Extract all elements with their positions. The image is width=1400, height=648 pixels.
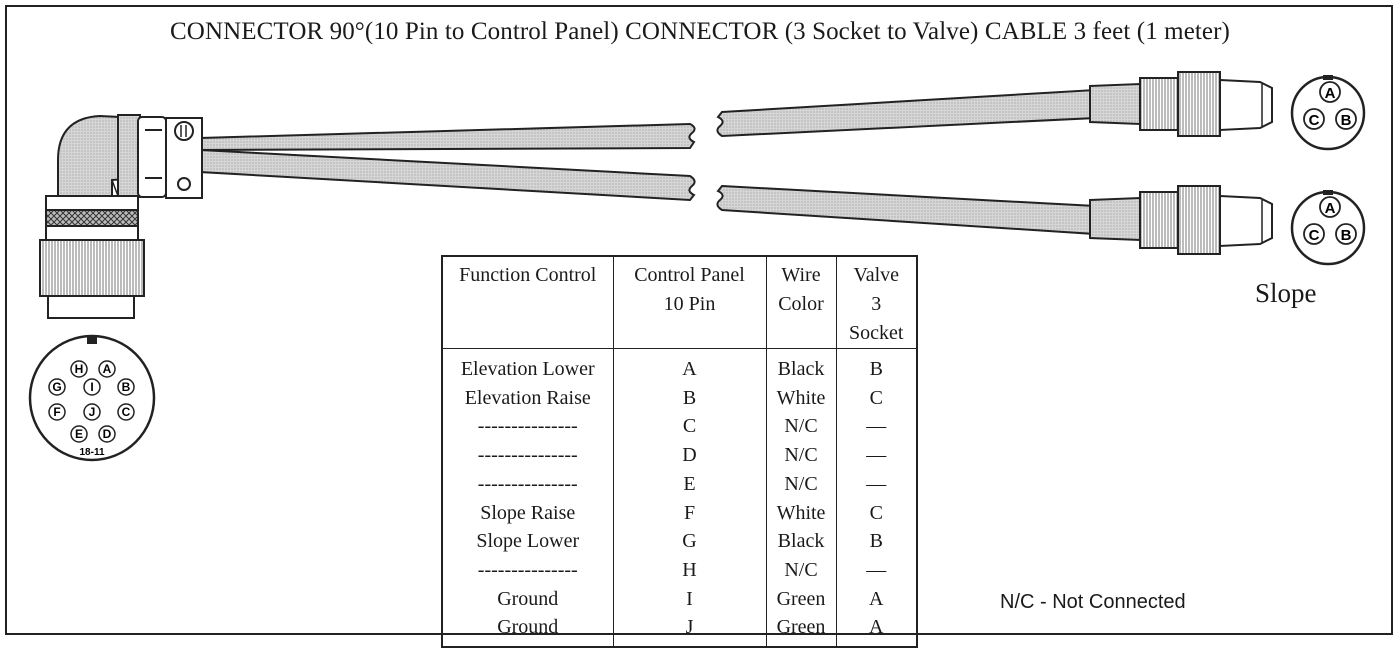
table-row: Ground I Green A bbox=[441, 584, 918, 614]
cell-valve-socket: — bbox=[835, 412, 918, 442]
cell-function: Ground bbox=[441, 613, 614, 648]
cell-function: Elevation Raise bbox=[441, 383, 614, 413]
cell-wire-color: Black bbox=[765, 527, 837, 556]
cable-upper-right bbox=[716, 88, 1096, 138]
table-row: --------------- C N/C — bbox=[441, 412, 918, 442]
table-row: Elevation Lower A Black B bbox=[441, 348, 918, 384]
pin-e: E bbox=[75, 427, 83, 441]
pin-f: F bbox=[53, 405, 60, 419]
header-function-control: Function Control bbox=[441, 255, 614, 349]
cell-wire-color: N/C bbox=[765, 555, 837, 585]
table-row: Ground J Green A bbox=[441, 613, 918, 648]
cell-panel-pin: G bbox=[612, 527, 767, 556]
table-row: --------------- E N/C — bbox=[441, 469, 918, 499]
cell-valve-socket: B bbox=[835, 348, 918, 384]
table-row: Elevation Raise B White C bbox=[441, 383, 918, 413]
cell-wire-color: White bbox=[765, 498, 837, 528]
cell-panel-pin: C bbox=[612, 412, 767, 442]
table-row: --------------- H N/C — bbox=[441, 555, 918, 585]
cell-panel-pin: A bbox=[612, 348, 767, 384]
cell-function: Slope Lower bbox=[441, 527, 614, 556]
slope-label: Slope bbox=[1255, 278, 1317, 308]
cell-function: Ground bbox=[441, 584, 614, 614]
pin-c: C bbox=[122, 405, 131, 419]
table-row: Slope Raise F White C bbox=[441, 498, 918, 528]
cell-panel-pin: J bbox=[612, 613, 767, 648]
cell-wire-color: N/C bbox=[765, 441, 837, 470]
socket-lower-pin-a: A bbox=[1325, 200, 1336, 217]
cell-panel-pin: E bbox=[612, 469, 767, 499]
pin-h: H bbox=[75, 362, 84, 376]
cell-valve-socket: A bbox=[835, 613, 918, 648]
pin-i: I bbox=[90, 380, 93, 394]
cell-valve-socket: B bbox=[835, 527, 918, 556]
cell-function: --------------- bbox=[441, 469, 614, 499]
cell-valve-socket: C bbox=[835, 498, 918, 528]
socket-lower-pin-b: B bbox=[1341, 227, 1352, 244]
table-row: --------------- D N/C — bbox=[441, 441, 918, 470]
cell-wire-color: N/C bbox=[765, 469, 837, 499]
socket-face-upper: A C B bbox=[1290, 75, 1366, 151]
pin-b: B bbox=[122, 380, 131, 394]
pin-face-10: A H G I B F J C E D 18-11 bbox=[28, 334, 156, 462]
diagram-title: CONNECTOR 90°(10 Pin to Control Panel) C… bbox=[170, 18, 1230, 45]
cell-wire-color: Black bbox=[765, 348, 837, 384]
cell-wire-color: White bbox=[765, 383, 837, 413]
nc-legend-note: N/C - Not Connected bbox=[1000, 591, 1186, 613]
valve-connector-lower bbox=[1089, 185, 1273, 255]
socket-face-lower: A C B bbox=[1290, 190, 1366, 266]
socket-lower-pin-c: C bbox=[1309, 227, 1320, 244]
pin-d: D bbox=[103, 427, 112, 441]
pin-a: A bbox=[103, 362, 112, 376]
cell-panel-pin: D bbox=[612, 441, 767, 470]
cell-wire-color: Green bbox=[765, 584, 837, 614]
pin-g: G bbox=[52, 380, 61, 394]
cell-panel-pin: I bbox=[612, 584, 767, 614]
cell-function: --------------- bbox=[441, 555, 614, 585]
table-row: Slope Lower G Black B bbox=[441, 527, 918, 556]
socket-upper-pin-c: C bbox=[1309, 112, 1320, 129]
connector-part-number: 18-11 bbox=[79, 447, 104, 458]
socket-upper-pin-b: B bbox=[1341, 112, 1352, 129]
cell-valve-socket: A bbox=[835, 584, 918, 614]
cell-wire-color: Green bbox=[765, 613, 837, 648]
pin-j: J bbox=[89, 405, 96, 419]
socket-upper-pin-a: A bbox=[1325, 85, 1336, 102]
cable-upper-left bbox=[199, 122, 696, 152]
cell-valve-socket: C bbox=[835, 383, 918, 413]
cable-lower-right bbox=[716, 184, 1096, 236]
cell-panel-pin: F bbox=[612, 498, 767, 528]
cable-lower-left bbox=[199, 148, 696, 202]
cell-wire-color: N/C bbox=[765, 412, 837, 442]
valve-connector-upper bbox=[1089, 71, 1273, 137]
cell-panel-pin: H bbox=[612, 555, 767, 585]
cell-panel-pin: B bbox=[612, 383, 767, 413]
connector-90-degree bbox=[39, 114, 203, 319]
cell-valve-socket: — bbox=[835, 555, 918, 585]
cell-valve-socket: — bbox=[835, 469, 918, 499]
cell-function: Slope Raise bbox=[441, 498, 614, 528]
cell-valve-socket: — bbox=[835, 441, 918, 470]
cell-function: --------------- bbox=[441, 441, 614, 470]
cell-function: Elevation Lower bbox=[441, 348, 614, 384]
cell-function: --------------- bbox=[441, 412, 614, 442]
